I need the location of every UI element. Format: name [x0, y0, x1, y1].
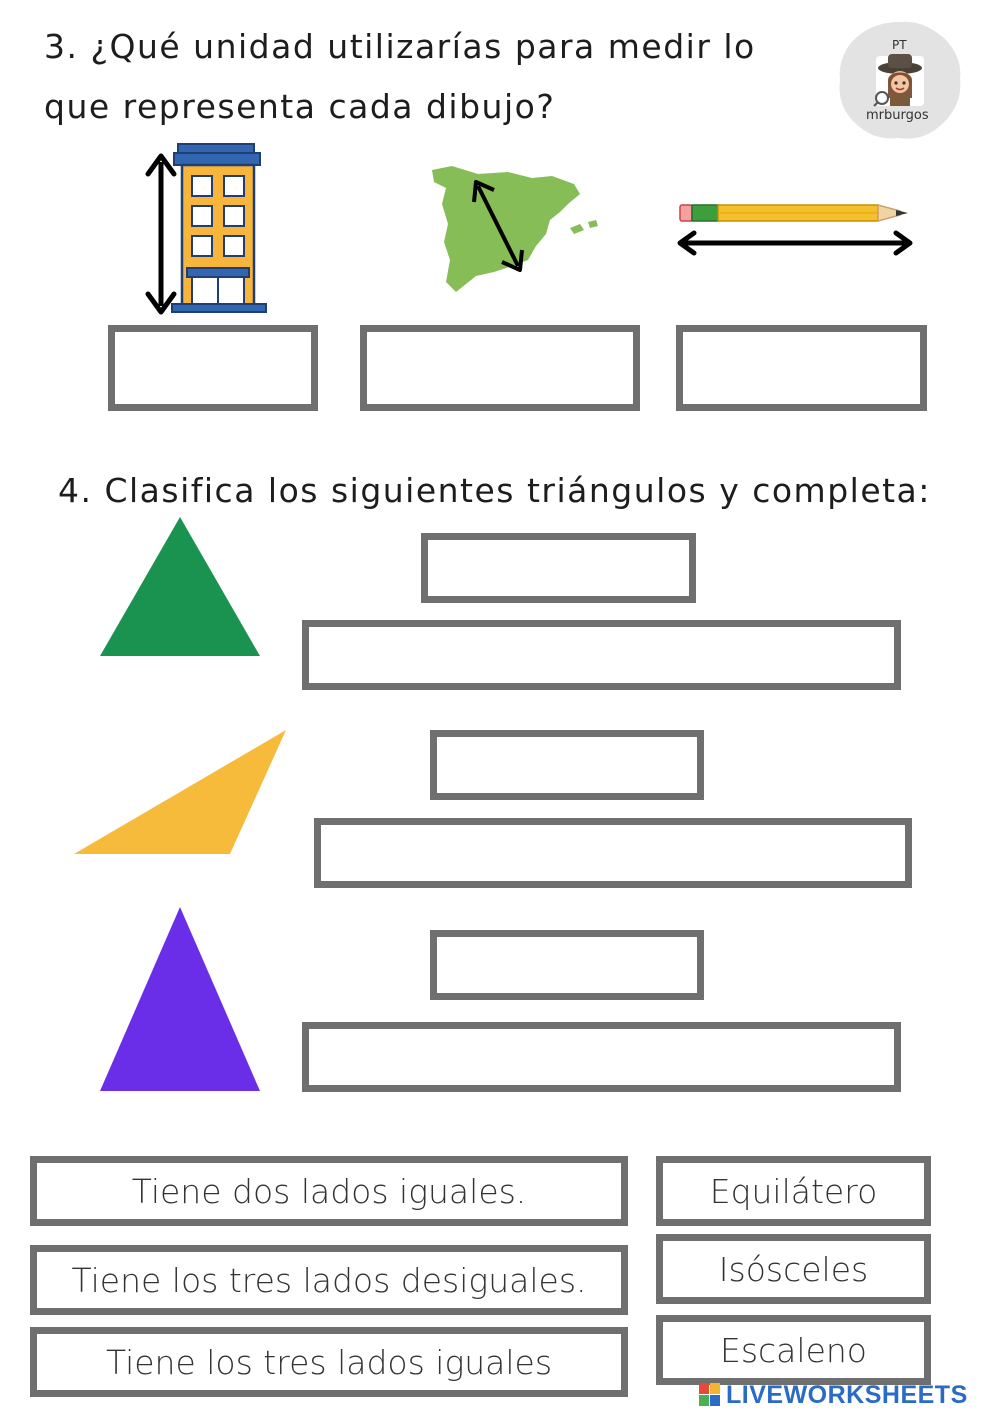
option-equilatero[interactable]: Equilátero	[656, 1156, 931, 1226]
answer-box-pencil[interactable]	[676, 325, 927, 411]
logo-top-text: PT	[892, 38, 907, 52]
option-escaleno[interactable]: Escaleno	[656, 1315, 931, 1385]
triangle-1-name-box[interactable]	[421, 533, 696, 603]
liveworksheets-brand: LIVEWORKSHEETS	[698, 1381, 968, 1409]
triangle-purple-shape	[100, 907, 260, 1091]
footer-brand-text: LIVEWORKSHEETS	[726, 1380, 968, 1409]
triangle-3-name-box[interactable]	[430, 930, 704, 1000]
answer-box-map[interactable]	[360, 325, 640, 411]
logo-bottom-text: mrburgos	[866, 108, 929, 123]
option-isosceles[interactable]: Isósceles	[656, 1234, 931, 1304]
option-two-equal-sides[interactable]: Tiene dos lados iguales.	[30, 1156, 628, 1226]
triangle-2-name-box[interactable]	[430, 730, 704, 800]
pencil-length-icon	[677, 204, 913, 256]
question-4-title: 4. Clasifica los siguientes triángulos y…	[58, 471, 931, 510]
spain-map-icon	[432, 166, 598, 292]
triangle-green-shape	[100, 517, 260, 656]
triangle-2-description-box[interactable]	[314, 818, 912, 888]
answer-box-building[interactable]	[108, 325, 318, 411]
question-3-title-line1: 3. ¿Qué unidad utilizarías para medir lo	[44, 27, 756, 66]
question-3-title-line2: que representa cada dibujo?	[44, 87, 556, 126]
triangle-yellow-shape	[74, 730, 286, 854]
option-all-sides-equal[interactable]: Tiene los tres lados iguales	[30, 1327, 628, 1397]
option-all-sides-unequal[interactable]: Tiene los tres lados desiguales.	[30, 1245, 628, 1315]
author-logo: PT mrburgos	[836, 18, 964, 142]
building-height-icon	[145, 143, 267, 315]
triangle-1-description-box[interactable]	[302, 620, 901, 690]
liveworksheets-logo-icon	[699, 1383, 720, 1406]
logo-badge-icon	[839, 21, 961, 139]
triangle-3-description-box[interactable]	[302, 1022, 901, 1092]
